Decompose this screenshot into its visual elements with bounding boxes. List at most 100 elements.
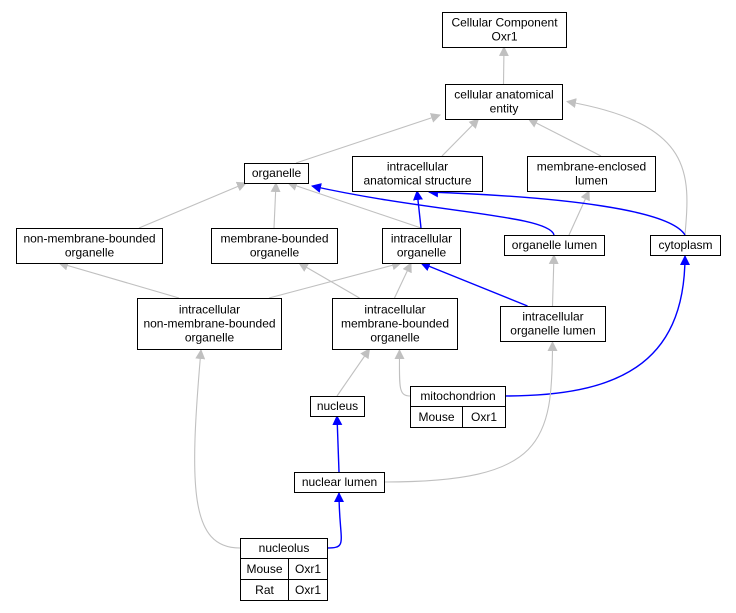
- node-nl[interactable]: nuclear lumen: [294, 472, 385, 493]
- annotation-species-text: Mouse: [246, 562, 282, 576]
- node-label-line: non-membrane-bounded: [143, 317, 275, 331]
- edge-ias-to-cae-is-a: [441, 118, 480, 157]
- node-label-line: organelle: [397, 246, 447, 260]
- annotation-gene-text: Oxr1: [295, 562, 321, 576]
- node-label-line: organelle lumen: [510, 324, 595, 338]
- annotation-species-cell: Mouse: [240, 558, 289, 580]
- edge-nucleolus-to-nl-part-of: [326, 492, 345, 549]
- edge-ol-to-mel-is-a: [568, 190, 590, 236]
- node-ol[interactable]: organelle lumen: [504, 235, 605, 256]
- node-label-line: anatomical structure: [363, 174, 471, 188]
- node-box: [442, 12, 567, 48]
- node-label-line: intracellular: [391, 232, 452, 246]
- node-label-line: intracellular: [179, 303, 240, 317]
- edge-imbo-to-mbo-is-a: [298, 262, 360, 299]
- edge-cytoplasm-to-cae-is-a: [566, 98, 688, 236]
- edge-io-to-ias-part-of: [412, 190, 423, 229]
- node-label-line: non-membrane-bounded: [23, 232, 155, 246]
- node-nucleus[interactable]: nucleus: [310, 396, 365, 417]
- edge-organelle-to-cae-is-a: [295, 113, 441, 164]
- node-label-line: membrane-bounded: [220, 232, 328, 246]
- edge-nmbo-to-organelle-is-a: [138, 181, 247, 229]
- edge-nucleus-to-imbo-is-a: [336, 348, 371, 397]
- edge-iol-to-ol-is-a: [548, 254, 559, 307]
- node-cytoplasm[interactable]: cytoplasm: [650, 235, 721, 256]
- node-box: [211, 228, 338, 264]
- edge-imbo-to-io-is-a: [394, 262, 412, 299]
- node-label-line: cellular anatomical: [454, 88, 553, 102]
- node-label-line: nucleolus: [259, 541, 310, 555]
- node-label-line: organelle lumen: [512, 238, 597, 252]
- annotation-gene-text: Oxr1: [295, 583, 321, 597]
- edge-nucleolus-to-inmbo-is-a: [194, 349, 241, 549]
- annotation-species-text: Mouse: [418, 410, 454, 424]
- node-label-line: nuclear lumen: [302, 475, 377, 489]
- annotation-gene-text: Oxr1: [471, 410, 497, 424]
- node-box: [16, 228, 163, 264]
- node-label-line: mitochondrion: [420, 389, 495, 403]
- node-organelle[interactable]: organelle: [244, 163, 309, 184]
- node-label-line: membrane-enclosed: [537, 160, 646, 174]
- edge-mbo-to-organelle-is-a: [270, 182, 281, 229]
- edge-inmbo-to-io-is-a: [268, 260, 402, 299]
- edge-io-to-organelle-is-a: [287, 181, 422, 229]
- node-box: [382, 228, 461, 264]
- node-label-line: organelle: [250, 246, 300, 260]
- annotation-gene-cell: Oxr1: [462, 406, 506, 428]
- node-box: [527, 156, 656, 192]
- node-label-line: cytoplasm: [658, 238, 712, 252]
- node-box: [294, 472, 385, 493]
- annotation-species-text: Rat: [255, 583, 274, 597]
- node-label-line: organelle: [185, 331, 235, 345]
- edges-layer: [58, 46, 690, 549]
- annotation-gene-cell: Oxr1: [288, 579, 328, 601]
- node-box: [310, 396, 365, 417]
- node-label-line: organelle: [252, 166, 302, 180]
- node-label-line: organelle: [370, 331, 420, 345]
- edge-cytoplasm-to-ias-part-of: [428, 187, 686, 236]
- node-label-line: membrane-bounded: [341, 317, 449, 331]
- node-label-line: Oxr1: [491, 30, 517, 44]
- edge-inmbo-to-nmbo-is-a: [58, 260, 180, 299]
- node-label-line: organelle: [65, 246, 115, 260]
- annotation-gene-cell: Oxr1: [288, 558, 328, 580]
- node-box: [650, 235, 721, 256]
- edge-ol-to-organelle-part-of: [311, 183, 555, 236]
- annotation-cell-bg: [288, 579, 328, 601]
- node-label-line: entity: [490, 102, 519, 116]
- edge-iol-to-io-part-of: [420, 261, 528, 307]
- node-box: [332, 298, 458, 350]
- node-label-line: intracellular: [387, 160, 448, 174]
- edge-mito-to-imbo-is-a: [394, 349, 411, 397]
- node-box: [137, 298, 282, 350]
- node-box: [445, 84, 563, 120]
- node-label-line: nucleus: [317, 399, 358, 413]
- annotation-species-cell: Mouse: [410, 406, 463, 428]
- node-box: [352, 156, 483, 192]
- node-label-line: intracellular: [522, 310, 583, 324]
- node-inmbo[interactable]: intracellularnon-membrane-boundedorganel…: [137, 298, 282, 350]
- node-label-line: intracellular: [364, 303, 425, 317]
- edge-mito-to-cytoplasm-part-of: [504, 255, 690, 397]
- annotation-cell-bg: [462, 406, 506, 428]
- edge-mel-to-cae-is-a: [527, 118, 602, 157]
- edge-nl-to-iol-is-a: [383, 341, 558, 483]
- annotation-species-cell: Rat: [240, 579, 289, 601]
- node-label-line: lumen: [575, 174, 608, 188]
- node-box: [500, 306, 606, 342]
- node-box: [504, 235, 605, 256]
- edge-nl-to-nucleus-part-of: [332, 415, 343, 473]
